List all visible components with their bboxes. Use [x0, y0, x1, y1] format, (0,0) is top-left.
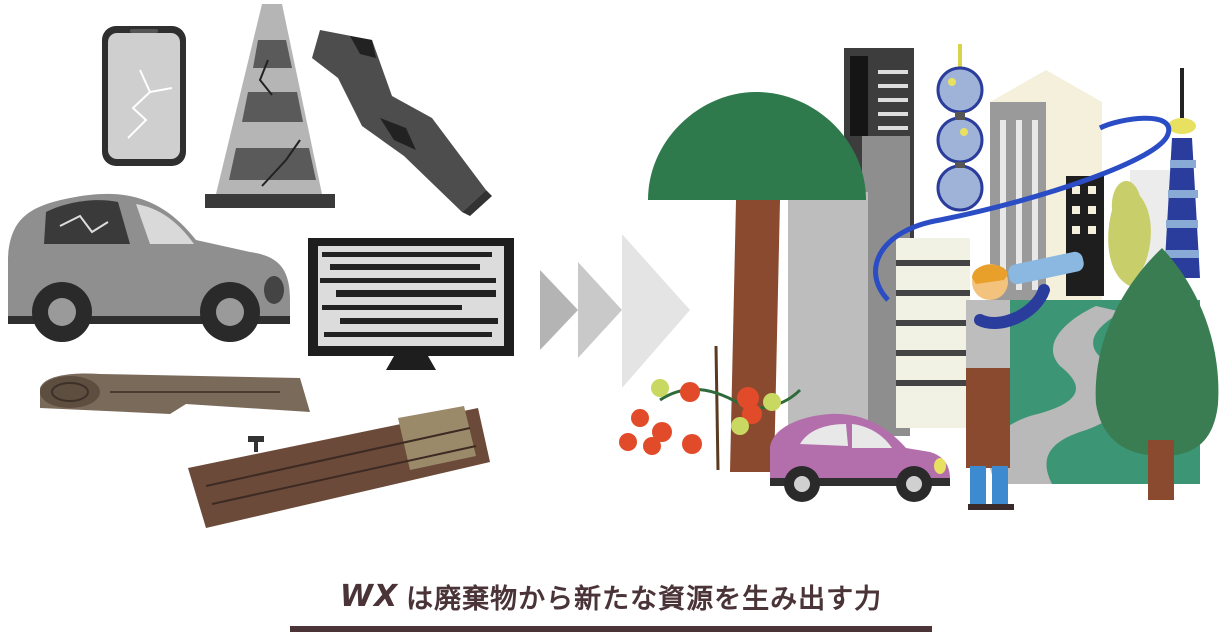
log-icon [40, 373, 310, 414]
water-stream [873, 115, 1172, 302]
traffic-cone-icon [205, 4, 335, 208]
person-drinking-icon [966, 251, 1084, 510]
radio-tower-icon [1164, 68, 1200, 278]
caption-underline [290, 626, 932, 632]
pink-car-icon [770, 413, 950, 502]
tagline: は廃棄物から新たな資源を生み出す力 [406, 583, 883, 615]
arrow-chevrons-icon [540, 234, 690, 388]
broken-car-icon [8, 193, 290, 342]
brand-name: WX [339, 578, 399, 614]
broken-pipe-icon [312, 30, 492, 216]
globe-tower-icon [936, 44, 984, 212]
caption: WX は廃棄物から新たな資源を生み出す力 [288, 576, 934, 616]
tomato-plant-icon [619, 345, 802, 471]
yellow-tree-icon [1108, 181, 1151, 286]
conifer-tree-icon [1095, 248, 1219, 500]
broken-tv-icon [308, 238, 514, 370]
wooden-plank-icon [188, 406, 490, 528]
broken-phone-icon [102, 26, 186, 166]
